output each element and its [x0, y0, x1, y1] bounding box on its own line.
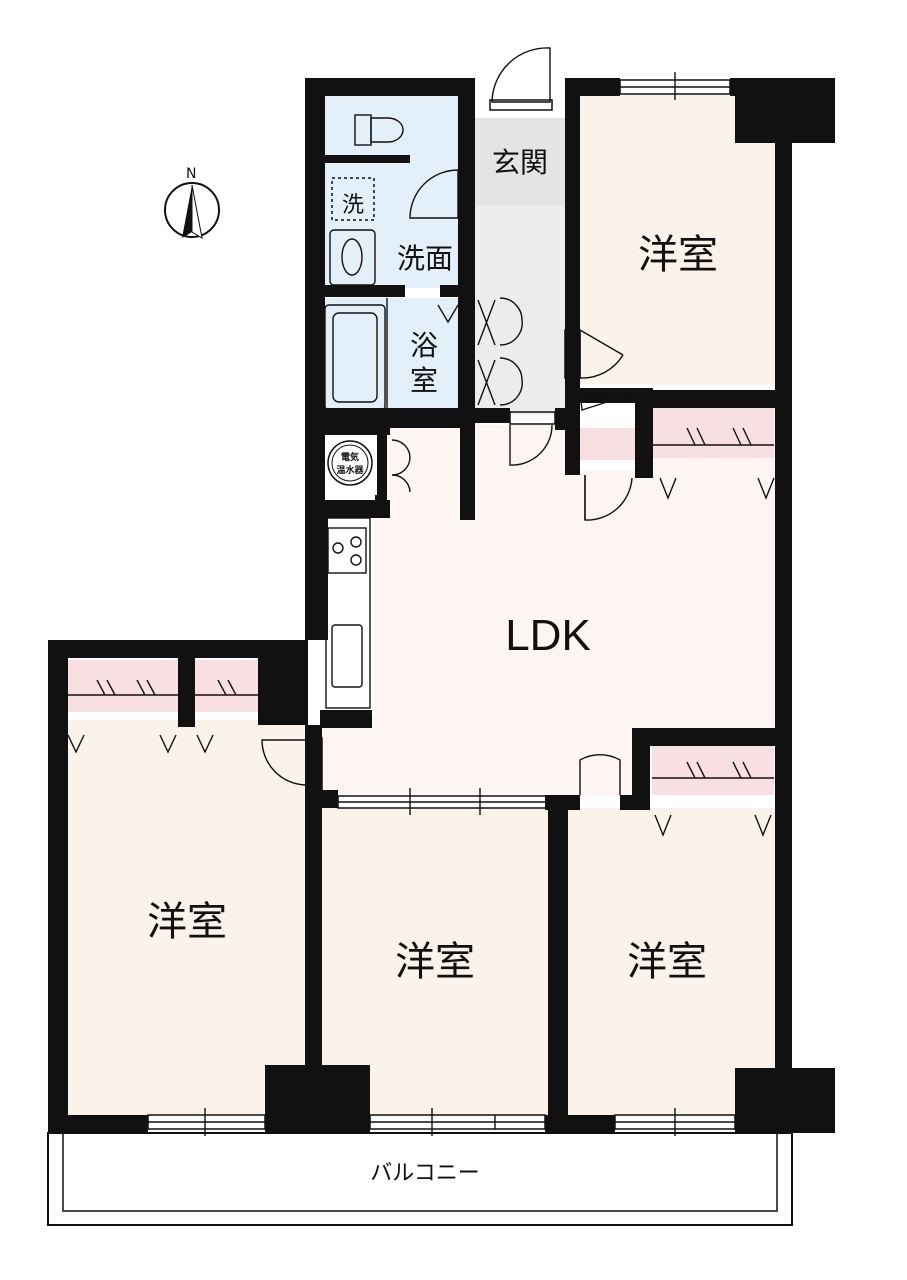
washroom-floor — [325, 160, 465, 288]
bathtub-icon — [324, 304, 386, 411]
ldk-floor — [320, 395, 775, 795]
doors — [261, 47, 636, 795]
bedroom-ne-floor — [580, 95, 775, 385]
bath-label-1: 浴 — [410, 329, 438, 362]
bathroom-floor — [325, 298, 465, 413]
balcony — [47, 1132, 793, 1226]
bedroom-s1-floor — [322, 808, 550, 1116]
washbasin-icon — [329, 229, 376, 286]
washer-label: 洗 — [342, 193, 364, 218]
bedroom-ne-label: 洋室 — [638, 232, 718, 278]
closet-sw-1 — [68, 660, 178, 712]
windows — [147, 72, 736, 1136]
sink-icon — [331, 624, 363, 688]
north-label: N — [186, 166, 196, 182]
closet-sw-2 — [195, 660, 258, 712]
bedroom-sw-floor — [65, 720, 307, 1115]
fixtures: 電気 温水器 — [324, 114, 404, 709]
washer-space-icon — [331, 177, 375, 221]
walls — [48, 78, 835, 1133]
labels: 玄関 洗 洗面 浴 室 洋室 LDK 洋室 洋室 洋室 バルコニー — [147, 146, 718, 1186]
balcony-label: バルコニー — [370, 1161, 480, 1186]
closet-hall — [580, 428, 635, 460]
entrance-floor — [475, 118, 565, 205]
ldk-label: LDK — [505, 611, 591, 660]
compass: N — [164, 166, 220, 240]
closet-details — [67, 427, 775, 837]
closet-ne — [652, 408, 774, 458]
floors — [65, 95, 775, 1116]
water-heater-line1: 電気 — [341, 451, 359, 463]
bedroom-s1-label: 洋室 — [395, 939, 475, 985]
kitchen-counter — [325, 517, 371, 709]
bedroom-s2-floor — [565, 808, 775, 1116]
stove-icon — [327, 527, 367, 574]
closet-se — [652, 745, 774, 795]
toilet-icon — [370, 117, 404, 143]
bedroom-sw-label: 洋室 — [147, 899, 227, 945]
washroom-label: 洗面 — [397, 242, 453, 275]
bedroom-s2-label: 洋室 — [627, 939, 707, 985]
toilet-floor — [325, 95, 465, 160]
bath-label-2: 室 — [410, 364, 438, 397]
water-heater-line2: 温水器 — [336, 464, 364, 476]
entrance-label: 玄関 — [492, 146, 548, 179]
